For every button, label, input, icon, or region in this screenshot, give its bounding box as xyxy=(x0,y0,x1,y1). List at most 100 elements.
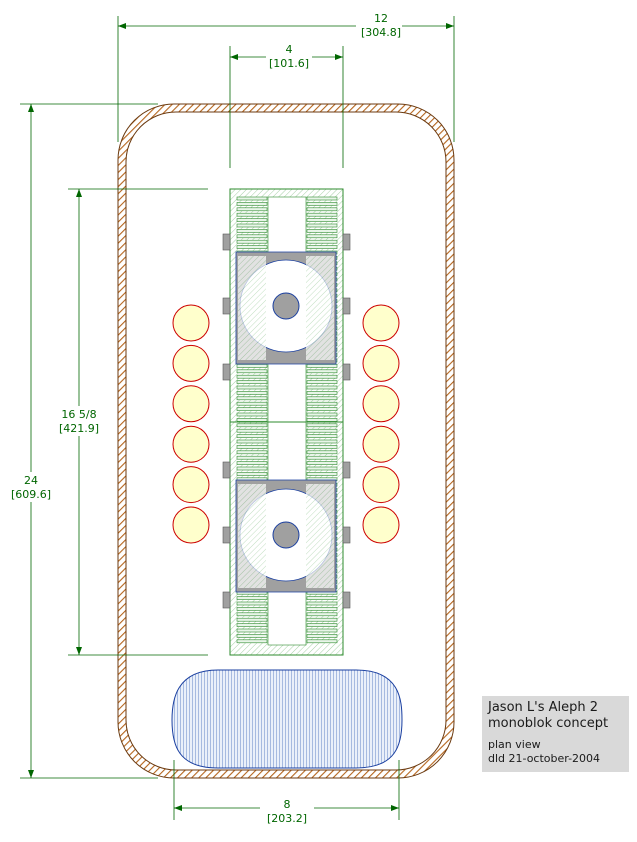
capacitor xyxy=(172,304,210,342)
dim-heatsink-length-mm: [421.9] xyxy=(59,422,99,435)
heatsink-fin xyxy=(236,612,268,617)
capacitor xyxy=(172,425,210,463)
heatsink-fin xyxy=(236,369,268,374)
heatsink-fin xyxy=(236,374,268,379)
transistor-tab xyxy=(342,461,351,479)
heatsink-fin xyxy=(306,391,338,395)
heatsink-fin xyxy=(306,455,338,460)
heatsink-fin xyxy=(236,472,268,476)
chassis-wall xyxy=(117,103,455,779)
heatsink-fin xyxy=(306,612,338,617)
heatsink-fin xyxy=(236,207,268,212)
heatsink-fin xyxy=(306,617,338,622)
transistor-tab xyxy=(222,363,231,381)
capacitor xyxy=(172,344,210,382)
heatsink-fin xyxy=(236,234,268,239)
heatsink-fin xyxy=(236,617,268,622)
heatsink-fin xyxy=(306,212,338,217)
capacitor-bank-right xyxy=(362,304,400,544)
dim-overall-length-mm: [609.6] xyxy=(11,488,51,501)
heatsink-fin xyxy=(236,634,268,638)
heatsink-fin xyxy=(236,445,268,449)
heatsink-fin xyxy=(236,423,268,428)
heatsink-fin xyxy=(236,434,268,438)
heatsink-fin xyxy=(236,407,268,411)
dim-transformer-width-in: 8 xyxy=(284,798,291,811)
heatsink-fin xyxy=(236,639,268,644)
heatsink-fin xyxy=(236,364,268,368)
heatsink-fin xyxy=(306,434,338,438)
heatsink-fin xyxy=(236,601,268,606)
heatsink-fin xyxy=(306,207,338,212)
heatsink-fin xyxy=(306,412,338,417)
heatsink-fin xyxy=(236,412,268,417)
dim-overall-width-mm: [304.8] xyxy=(361,26,401,39)
heatsink-fin xyxy=(306,374,338,379)
capacitor xyxy=(362,425,400,463)
heatsink-fin xyxy=(306,461,338,465)
transistor-tab xyxy=(342,233,351,251)
transformer xyxy=(171,669,403,769)
heatsink-fin xyxy=(236,428,268,433)
heatsink-fin xyxy=(306,234,338,239)
heatsink-fin xyxy=(306,245,338,249)
heatsink-fin xyxy=(236,196,268,201)
heatsink-fin xyxy=(306,202,338,206)
capacitor xyxy=(362,506,400,544)
heatsink-fin xyxy=(306,239,338,244)
heatsink-fin xyxy=(236,439,268,444)
heatsink-fin xyxy=(236,455,268,460)
heatsink-fin xyxy=(306,428,338,433)
heatsink-fin xyxy=(236,596,268,600)
dim-heatsink-width-mm: [101.6] xyxy=(269,57,309,70)
heatsink-fin xyxy=(236,380,268,384)
heatsink-fin xyxy=(236,401,268,406)
heatsink-fin xyxy=(236,418,268,422)
capacitor xyxy=(172,506,210,544)
heatsink-fin xyxy=(236,396,268,401)
title-line-project: Jason L's Aleph 2 xyxy=(488,700,599,715)
capacitor xyxy=(362,466,400,504)
mounting-hole-upper xyxy=(272,292,300,320)
heatsink-fin xyxy=(236,218,268,222)
device-plate-upper xyxy=(235,251,337,365)
capacitor xyxy=(172,466,210,504)
capacitor xyxy=(362,385,400,423)
title-line-date: dld 21-october-2004 xyxy=(488,752,601,765)
heatsink-fin xyxy=(236,212,268,217)
heatsink-fin xyxy=(236,628,268,633)
heatsink-fin xyxy=(306,423,338,428)
device-plate-lower xyxy=(235,479,337,593)
dim-overall-length-in: 24 xyxy=(24,474,38,487)
heatsink-fin xyxy=(306,364,338,368)
heatsink-fin xyxy=(306,639,338,644)
dim-heatsink-length-in: 16 5/8 xyxy=(61,408,96,421)
heatsink-fin xyxy=(306,628,338,633)
heatsink-fin xyxy=(236,239,268,244)
dimension-arrows xyxy=(28,23,454,811)
heatsink-fin xyxy=(236,229,268,233)
heatsink-fin xyxy=(306,407,338,411)
heatsink-fin xyxy=(306,466,338,471)
heatsink-fin xyxy=(236,450,268,455)
heatsink-fin xyxy=(236,245,268,249)
transistor-tab xyxy=(222,591,231,609)
heatsink-fin xyxy=(306,607,338,611)
heatsink-fin xyxy=(236,461,268,465)
transistor-tab xyxy=(222,233,231,251)
heatsink-fin xyxy=(306,229,338,233)
title-block: Jason L's Aleph 2 monoblok concept plan … xyxy=(482,696,629,772)
heatsink-fin xyxy=(306,223,338,228)
heatsink-fin xyxy=(306,396,338,401)
heatsink-fin xyxy=(306,439,338,444)
transistor-tab xyxy=(342,297,351,315)
heatsink-fin xyxy=(236,385,268,390)
heatsink-fin xyxy=(306,196,338,201)
heatsink-fin xyxy=(236,466,268,471)
transistor-tabs xyxy=(222,233,351,609)
mounting-hole-lower xyxy=(272,521,300,549)
capacitor xyxy=(362,304,400,342)
dim-transformer-width-mm: [203.2] xyxy=(267,812,307,825)
heatsink-fin xyxy=(306,401,338,406)
